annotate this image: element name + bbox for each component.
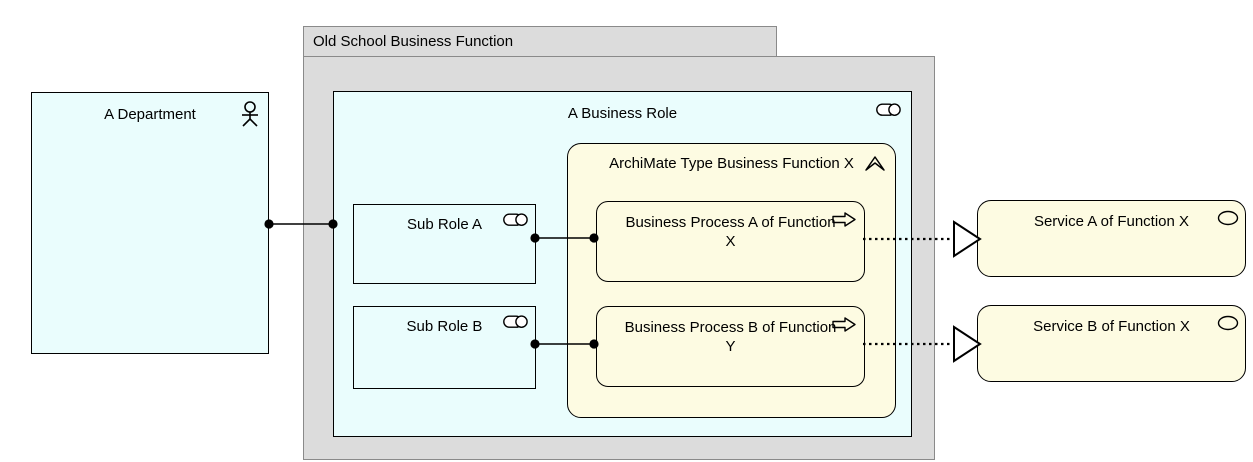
node-archimate-type-business-function-x-label: ArchiMate Type Business Function X bbox=[609, 155, 854, 172]
node-sub-role-b-label: Sub Role B bbox=[406, 318, 483, 335]
node-a-department-label: A Department bbox=[104, 106, 196, 123]
node-business-process-a-label: Business Process A of Function X bbox=[625, 214, 836, 250]
node-archimate-type-business-function-x[interactable]: ArchiMate Type Business Function X Busin… bbox=[567, 143, 896, 418]
node-service-b-of-function-x-label: Service B of Function X bbox=[1033, 318, 1190, 335]
node-sub-role-a[interactable]: Sub Role A bbox=[353, 204, 536, 284]
node-business-process-b-label: Business Process B of Function Y bbox=[624, 319, 837, 355]
node-business-process-a[interactable]: Business Process A of Function X bbox=[596, 201, 865, 282]
node-service-b-of-function-x[interactable]: Service B of Function X bbox=[977, 305, 1246, 382]
node-service-a-of-function-x-label: Service A of Function X bbox=[1033, 213, 1190, 230]
node-a-business-role[interactable]: A Business Role ArchiMate Type Business … bbox=[333, 91, 912, 437]
node-business-process-b[interactable]: Business Process B of Function Y bbox=[596, 306, 865, 387]
group-tab-label: Old School Business Function bbox=[313, 33, 514, 50]
group-tab[interactable]: Old School Business Function bbox=[303, 26, 777, 57]
node-sub-role-a-label: Sub Role A bbox=[406, 216, 483, 233]
node-sub-role-b[interactable]: Sub Role B bbox=[353, 306, 536, 389]
node-a-department[interactable]: A Department bbox=[31, 92, 269, 354]
node-service-a-of-function-x[interactable]: Service A of Function X bbox=[977, 200, 1246, 277]
node-a-business-role-label: A Business Role bbox=[567, 105, 678, 122]
